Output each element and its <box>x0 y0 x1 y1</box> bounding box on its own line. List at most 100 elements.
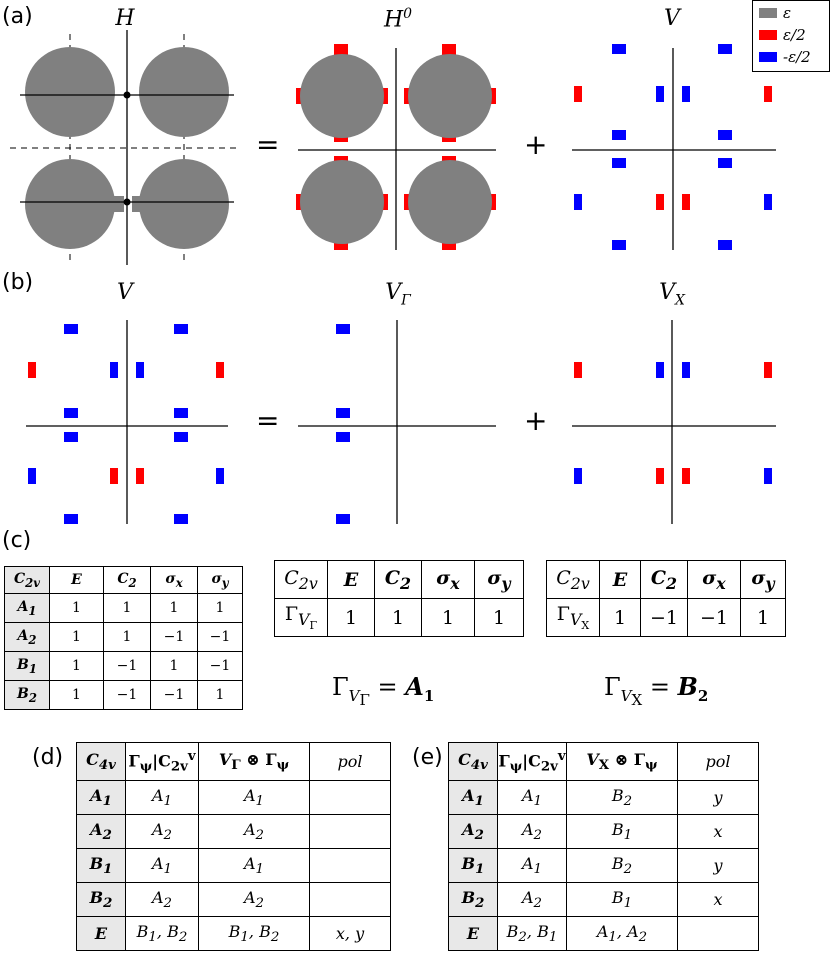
table-header-cell: σx <box>421 560 475 599</box>
legend-item: ε <box>759 4 791 22</box>
table-cell: 1 <box>103 622 151 652</box>
table-cell: 1 <box>474 598 524 637</box>
table-cell: −1 <box>687 598 741 637</box>
table-header-cell: σy <box>740 560 786 599</box>
table-cell: B2 <box>566 848 678 883</box>
table-cell: 1 <box>197 680 243 710</box>
table-row: B2 A2 A2 <box>76 882 391 917</box>
row-label: A1 <box>4 593 50 623</box>
result-vx: ΓVX = B2 <box>604 672 709 709</box>
table-header-cell: VX ⊗ Γψ <box>566 742 678 781</box>
panel-label-d: (d) <box>32 745 64 770</box>
row-label: B1 <box>76 848 126 883</box>
equals-sign-b: = <box>256 404 280 437</box>
legend-item: -ε/2 <box>759 48 811 66</box>
row-label: A2 <box>448 814 498 849</box>
table-row: B1 1 −1 1 −1 <box>4 651 243 681</box>
row-label: ΓVΓ <box>274 598 328 637</box>
gamma-vgamma-table: C2v E C2 σx σy ΓVΓ 1 1 1 1 <box>274 560 524 637</box>
table-cell: A1, A2 <box>566 916 678 951</box>
table-cell: 1 <box>103 593 151 623</box>
table-cell: −1 <box>103 680 151 710</box>
table-cell: A2 <box>497 882 567 917</box>
table-cell: −1 <box>197 622 243 652</box>
table-row: B2 1 −1 −1 1 <box>4 680 243 710</box>
diagram-vgamma <box>298 320 496 524</box>
table-cell <box>309 882 391 917</box>
table-row: A2 A2 A2 <box>76 814 391 849</box>
title-v-a: V <box>664 6 680 31</box>
table-row: B1 A1 B2 y <box>448 848 759 883</box>
table-cell: 1 <box>421 598 475 637</box>
row-label: A1 <box>448 780 498 815</box>
diagram-vx <box>572 320 776 524</box>
row-label: B1 <box>4 651 50 681</box>
table-row: E B1, B2 B1, B2 x, y <box>76 916 391 951</box>
diagram-h <box>10 30 240 265</box>
title-vx: VX <box>659 280 685 309</box>
table-cell: x <box>677 882 759 917</box>
row-label: E <box>76 916 126 951</box>
table-cell: −1 <box>103 651 151 681</box>
plus-sign-a: + <box>524 128 548 161</box>
row-label: B1 <box>448 848 498 883</box>
table-cell: −1 <box>197 651 243 681</box>
table-header-cell: C2 <box>374 560 422 599</box>
row-label: A2 <box>76 814 126 849</box>
table-row: A1 A1 A1 <box>76 780 391 815</box>
table-header-cell: σy <box>197 566 243 594</box>
table-header-cell: pol <box>309 742 391 781</box>
table-cell: B2, B1 <box>497 916 567 951</box>
table-header-cell: C2v <box>274 560 328 599</box>
table-cell: A2 <box>198 814 310 849</box>
table-header-cell: E <box>327 560 375 599</box>
title-v-b: V <box>117 280 133 305</box>
legend-swatch-red <box>759 30 777 40</box>
row-label: B2 <box>76 882 126 917</box>
table-cell: 1 <box>374 598 422 637</box>
table-cell: 1 <box>49 651 104 681</box>
table-cell: y <box>677 780 759 815</box>
row-label: A2 <box>4 622 50 652</box>
table-row: A2 A2 B1 x <box>448 814 759 849</box>
table-header-cell: VΓ ⊗ Γψ <box>198 742 310 781</box>
table-cell: B1 <box>566 882 678 917</box>
title-h: H <box>115 6 135 31</box>
row-label: E <box>448 916 498 951</box>
legend-item: ε/2 <box>759 26 806 44</box>
table-header-cell: E <box>49 566 104 594</box>
table-cell: x <box>677 814 759 849</box>
table-d: C4v Γψ|C2vv VΓ ⊗ Γψ pol A1 A1 A1 A2 A2 A… <box>76 742 391 951</box>
table-cell <box>309 780 391 815</box>
table-header-cell: pol <box>677 742 759 781</box>
title-h0: H0 <box>383 6 413 33</box>
table-header-cell: C4v <box>76 742 126 781</box>
table-header-cell: Γψ|C2vv <box>497 742 567 781</box>
table-header-cell: σx <box>687 560 741 599</box>
c2v-character-table: C2v E C2 σx σy A1 1 1 1 1 A2 1 1 −1 −1 B… <box>4 566 243 710</box>
table-header-cell: Γψ|C2vv <box>125 742 199 781</box>
legend-swatch-blue <box>759 52 777 62</box>
table-cell: B1 <box>566 814 678 849</box>
table-cell: B1, B2 <box>125 916 199 951</box>
result-vgamma: ΓVΓ = A1 <box>332 672 435 709</box>
table-row: B1 A1 A1 <box>76 848 391 883</box>
table-cell <box>309 814 391 849</box>
table-header-cell: σx <box>150 566 198 594</box>
table-cell: 1 <box>49 593 104 623</box>
table-row: E B2, B1 A1, A2 <box>448 916 759 951</box>
table-row: ΓVX 1 −1 −1 1 <box>546 598 786 637</box>
table-row: A2 1 1 −1 −1 <box>4 622 243 652</box>
table-cell: B2 <box>566 780 678 815</box>
table-row: ΓVΓ 1 1 1 1 <box>274 598 524 637</box>
table-cell: −1 <box>150 680 198 710</box>
diagram-h0 <box>296 44 496 250</box>
table-header-cell: C2v <box>4 566 50 594</box>
table-cell: A1 <box>125 780 199 815</box>
table-cell: A2 <box>125 882 199 917</box>
table-cell <box>309 848 391 883</box>
table-header-cell: C4v <box>448 742 498 781</box>
panel-label-e: (e) <box>412 745 443 770</box>
table-cell: B1, B2 <box>198 916 310 951</box>
table-cell: 1 <box>49 680 104 710</box>
